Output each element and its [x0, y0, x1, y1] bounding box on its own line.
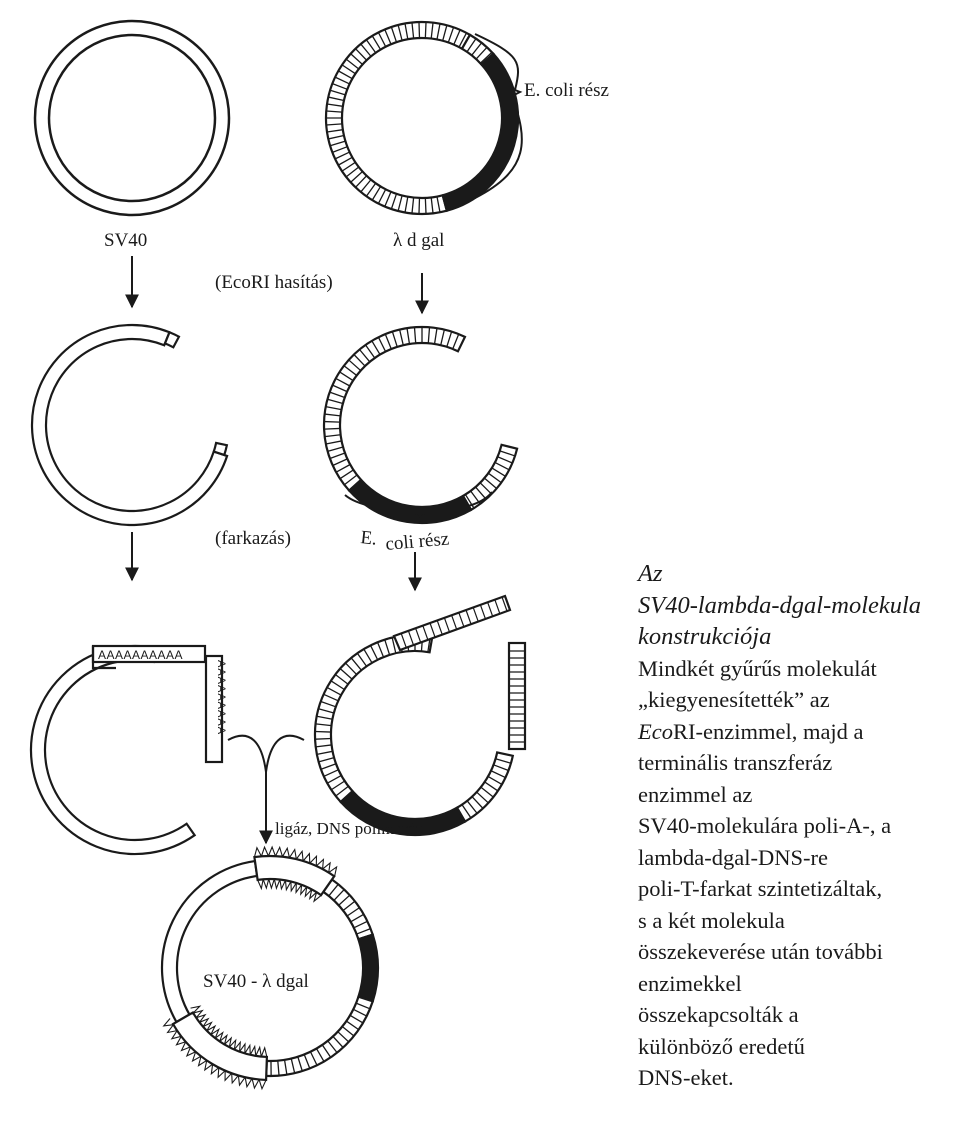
label-ecori-cut: (EcoRI hasítás)	[215, 272, 333, 293]
caption-line-12: összekapcsolták a	[638, 1002, 799, 1027]
lambda-cut-right-stripes	[464, 450, 516, 509]
label-lambda-dgal: λ d gal	[393, 230, 444, 251]
ecoli-tailed-segment	[339, 789, 467, 837]
lambda-cut-left-outline	[322, 325, 467, 493]
caption-line-5: enzimmel az	[638, 781, 753, 807]
poly-t-tail-right	[507, 641, 527, 751]
hybrid-lambda-segment-b-outline	[265, 995, 375, 1078]
caption-line-6: SV40-molekulára poli-A-, a	[638, 813, 892, 838]
hybrid-sv40-segment	[160, 859, 259, 1024]
join-curve-left	[227, 734, 267, 773]
join-curve-right	[265, 734, 305, 773]
caption-line-9: s a két molekula	[638, 907, 785, 933]
sv40-tailed-strand	[29, 644, 197, 856]
caption-line-4: terminális transzferáz	[638, 750, 833, 775]
poly-a-label-top: AAAAAAAAAA	[98, 648, 183, 662]
caption-line-7: lambda-dgal-DNS-re	[638, 844, 828, 870]
caption-title-2: SV40-lambda-dgal-molekula	[638, 591, 922, 619]
lambda-tailed-right-outline	[455, 751, 515, 824]
caption-line-10: összekeverése után további	[638, 939, 883, 964]
lambda-tailed-left-outline	[313, 633, 434, 804]
ecoli-bracket-top	[474, 33, 523, 199]
caption-line-2: „kiegyenesítették” az	[638, 687, 830, 712]
lambda-segment-b-stripes	[466, 38, 493, 64]
lambda-segment-outline	[324, 20, 472, 216]
sticky-end-bottom	[212, 441, 229, 457]
caption-title-3: konstrukciója	[638, 623, 772, 650]
ecoli-cut-segment	[347, 478, 473, 525]
hybrid-ecoli-segment	[357, 933, 380, 1003]
figure-caption: Az SV40-lambda-dgal-molekula konstrukció…	[638, 558, 963, 1094]
label-ligation: ligáz, DNS polimeráz	[275, 819, 423, 838]
sv40-linear	[30, 323, 229, 527]
sticky-end-top	[163, 330, 181, 349]
sv40-circle	[33, 19, 231, 217]
hybrid-circle	[160, 845, 380, 1091]
caption-line-1: Mindkét gyűrűs molekulát	[638, 655, 877, 681]
poly-t-tail-top	[392, 594, 512, 652]
caption-title-1: Az	[638, 560, 663, 587]
poly-a-tail-right	[204, 654, 224, 764]
hybrid-lambda-segment-a-stripes	[328, 883, 371, 935]
lambda-cut-left-stripes	[324, 327, 460, 486]
ecoli-bracket-mid	[344, 491, 493, 522]
label-ecoli-top: E. coli rész	[524, 80, 609, 101]
lambda-poly-t	[313, 594, 527, 837]
caption-line-11: enzimekkel	[638, 970, 742, 996]
label-tailing: (farkazás)	[215, 528, 291, 549]
label-sv40: SV40	[104, 230, 147, 251]
caption-line-3: EcoRI-enzimmel, majd a	[638, 718, 864, 744]
lambda-tailed-right-stripes	[461, 758, 512, 819]
caption-line-14: DNS-eket.	[638, 1065, 734, 1090]
lambda-dgal-circle	[324, 20, 520, 216]
label-ecoli-mid-a: E.	[359, 527, 377, 550]
caption-line-13: különböző eredetű	[638, 1033, 805, 1059]
lambda-segment-stripes	[326, 22, 468, 214]
label-ecoli-mid-b: coli rész	[385, 528, 450, 554]
poly-a-marks	[162, 845, 338, 1091]
poly-a-label-right: AAAAAAAAA	[215, 660, 227, 735]
lambda-linear	[322, 325, 519, 525]
sv40-cut-strand	[30, 323, 229, 527]
hybrid-lambda-segment-b-stripes	[270, 1002, 371, 1076]
poly-t-marks	[190, 878, 322, 1058]
hybrid-junction-bottom	[171, 1010, 269, 1082]
caption-line-8: poli-T-farkat szintetizáltak,	[638, 876, 883, 901]
label-hybrid: SV40 - λ dgal	[203, 971, 309, 992]
ecoli-segment	[441, 52, 520, 213]
hybrid-junction-top	[253, 854, 336, 897]
